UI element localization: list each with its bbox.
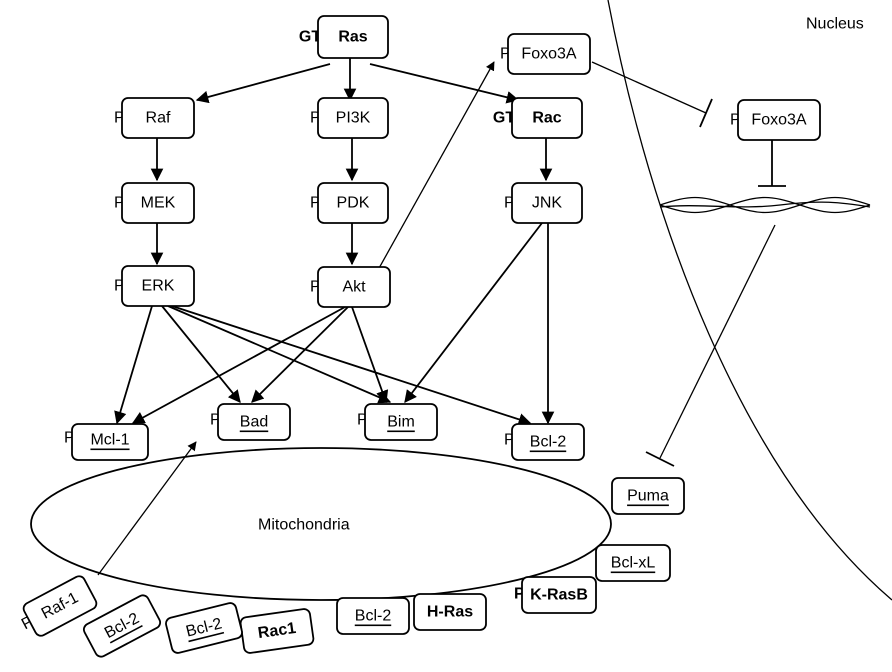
node-akt-label: Akt (342, 279, 366, 296)
edge-ras-rac (369, 63, 520, 104)
node-rac1-label: Rac1 (257, 620, 297, 642)
edge-dna-puma-bar (645, 451, 675, 467)
node-pdk-label: PDK (337, 195, 370, 212)
node-foxo3a-cytoplasm: P- Foxo3A (500, 33, 591, 75)
node-bclxl-label: Bcl-xL (611, 555, 656, 572)
node-foxo3a-nucleus: P- Foxo3A (730, 99, 821, 141)
node-raf1: P- Raf-1 (19, 575, 98, 637)
node-jnk: P- JNK (504, 182, 583, 224)
node-ras: GTP- Ras (299, 15, 389, 59)
node-pdk: P- PDK (310, 182, 389, 224)
node-foxo3a-nuc-label: Foxo3A (751, 112, 806, 129)
node-bim-label: Bim (387, 414, 415, 431)
node-erk-label: ERK (142, 278, 175, 295)
node-pi3k-label: PI3K (336, 110, 371, 127)
node-bcl2-top-label: Bcl-2 (530, 434, 567, 451)
nucleus-label: Nucleus (806, 16, 864, 33)
node-bcl2-bottom-label: Bcl-2 (355, 608, 392, 625)
node-kras: P- K-RasB (514, 576, 597, 614)
node-bcl2-top: P- Bcl-2 (504, 423, 585, 461)
node-mcl1-label: Mcl-1 (90, 432, 129, 449)
edge-jnk-bim (404, 222, 543, 404)
edge-foxo3a-nuc-bar (699, 98, 713, 128)
edge-erk-mcl1 (114, 305, 153, 425)
edge-akt-bim (351, 306, 389, 404)
mitochondria-membrane (30, 447, 612, 601)
node-bclxl: Bcl-xL (595, 544, 671, 582)
node-hras: H-Ras (413, 593, 487, 631)
edge-akt-foxo3a (377, 61, 495, 271)
node-pi3k: P- PI3K (310, 97, 389, 139)
node-raf-label: Raf (146, 110, 171, 127)
node-puma: Puma (611, 477, 685, 515)
edge-raf1-bad (97, 441, 197, 576)
node-bcl2-bottom: Bcl-2 (336, 597, 410, 635)
node-bad: P- Bad (210, 403, 291, 441)
node-raf: P- Raf (114, 97, 195, 139)
edge-ras-raf (195, 63, 331, 104)
node-puma-label: Puma (627, 488, 669, 505)
node-rac-label: Rac (532, 110, 561, 127)
edge-akt-mcl1 (131, 306, 346, 424)
nucleus-boundary (607, 0, 892, 601)
node-mek: P- MEK (114, 182, 195, 224)
node-akt: P- Akt (310, 266, 391, 308)
edge-layer (97, 58, 786, 576)
edge-akt-bad (251, 306, 349, 403)
node-foxo3a-cyto-label: Foxo3A (521, 46, 576, 63)
node-mek-label: MEK (141, 195, 176, 212)
edge-erk-bcl2 (171, 305, 532, 426)
dna-strand (659, 196, 871, 214)
node-ras-label: Ras (338, 29, 367, 46)
node-bim: P- Bim (357, 403, 438, 441)
node-bad-label: Bad (240, 414, 268, 431)
node-kras-label: K-RasB (530, 587, 588, 604)
edge-erk-bim (167, 305, 392, 404)
mitochondria-label: Mitochondria (258, 517, 350, 534)
edge-erk-bad (161, 305, 241, 403)
node-bcl2-left: Bcl-2 (165, 602, 243, 654)
node-bcl2-rotated: Bcl-2 (82, 594, 162, 658)
node-erk: P- ERK (114, 265, 195, 307)
node-mcl1: P- Mcl-1 (64, 423, 149, 461)
node-rac1: Rac1 (239, 608, 315, 654)
edge-foxo3a-nuc-inhibit (591, 61, 707, 114)
node-rac: GTP- Rac (493, 97, 583, 139)
node-jnk-label: JNK (532, 195, 563, 212)
edge-dna-puma (659, 224, 776, 459)
node-hras-label: H-Ras (427, 604, 473, 621)
node-layer: GTP- Ras P- Raf P- PI3K GTP- Rac P- Foxo… (19, 15, 821, 658)
